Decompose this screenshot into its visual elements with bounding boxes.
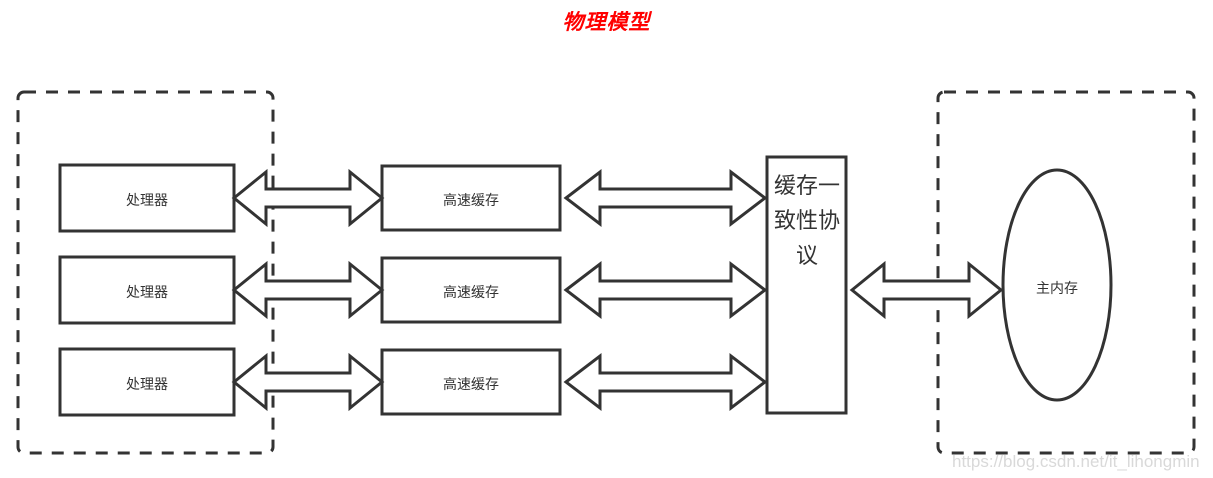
main-memory-ellipse[interactable]: [1001, 168, 1113, 402]
page-title: 物理模型: [562, 11, 651, 34]
processor-cache-group-border: [16, 90, 275, 455]
connector-cache-2-to-protocol: [563, 260, 768, 320]
connector-cache-1-to-protocol: [563, 168, 768, 228]
connector-cache-3-to-protocol: [563, 352, 768, 412]
cache-box-3[interactable]: [380, 348, 562, 416]
cache-coherence-protocol-box[interactable]: [765, 155, 848, 415]
watermark-text: https://blog.csdn.net/it_lihongmin: [952, 452, 1200, 471]
connector-processor-3-to-cache-3: [231, 352, 385, 412]
connector-processor-1-to-cache-1: [231, 168, 385, 228]
processor-box-3[interactable]: [58, 347, 236, 417]
cache-coherence-protocol-label: 缓存一致性协议: [773, 173, 840, 268]
processor-box-2[interactable]: [58, 255, 236, 325]
main-memory-group-border: [936, 90, 1196, 455]
cache-box-1[interactable]: [380, 164, 562, 232]
processor-box-1[interactable]: [58, 163, 236, 233]
cache-box-2[interactable]: [380, 256, 562, 324]
connector-processor-2-to-cache-2: [231, 260, 385, 320]
connector-protocol-to-main-memory: [849, 260, 1004, 320]
